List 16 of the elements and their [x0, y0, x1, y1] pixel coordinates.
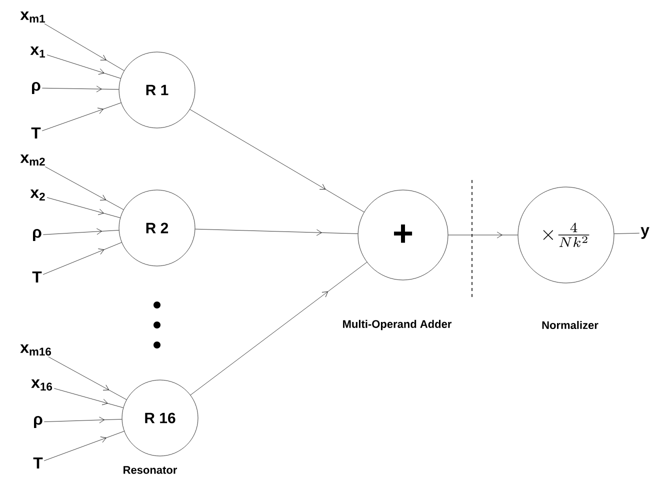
input-label: x$_{16}$ [31, 379, 52, 391]
input-label: x$_{2}$ [30, 189, 45, 201]
input-label: T [31, 128, 41, 138]
input-label: ρ [32, 82, 40, 94]
node-label: Multi-Operand Adder [343, 320, 452, 330]
node-label: Normalizer [542, 320, 598, 330]
input-label: ρ [33, 229, 42, 241]
input-label: x$_{m16}$ [20, 344, 51, 356]
input-label: T [32, 272, 42, 282]
input-label: x$_{1}$ [30, 46, 45, 58]
input-label: ρ [34, 416, 42, 428]
input-label: x$_{m2}$ [20, 154, 45, 166]
node-label: Resonator [124, 466, 178, 474]
output-label: y [640, 227, 650, 239]
input-label: x$_{m1}$ [20, 11, 45, 23]
input-label: T [33, 458, 43, 468]
